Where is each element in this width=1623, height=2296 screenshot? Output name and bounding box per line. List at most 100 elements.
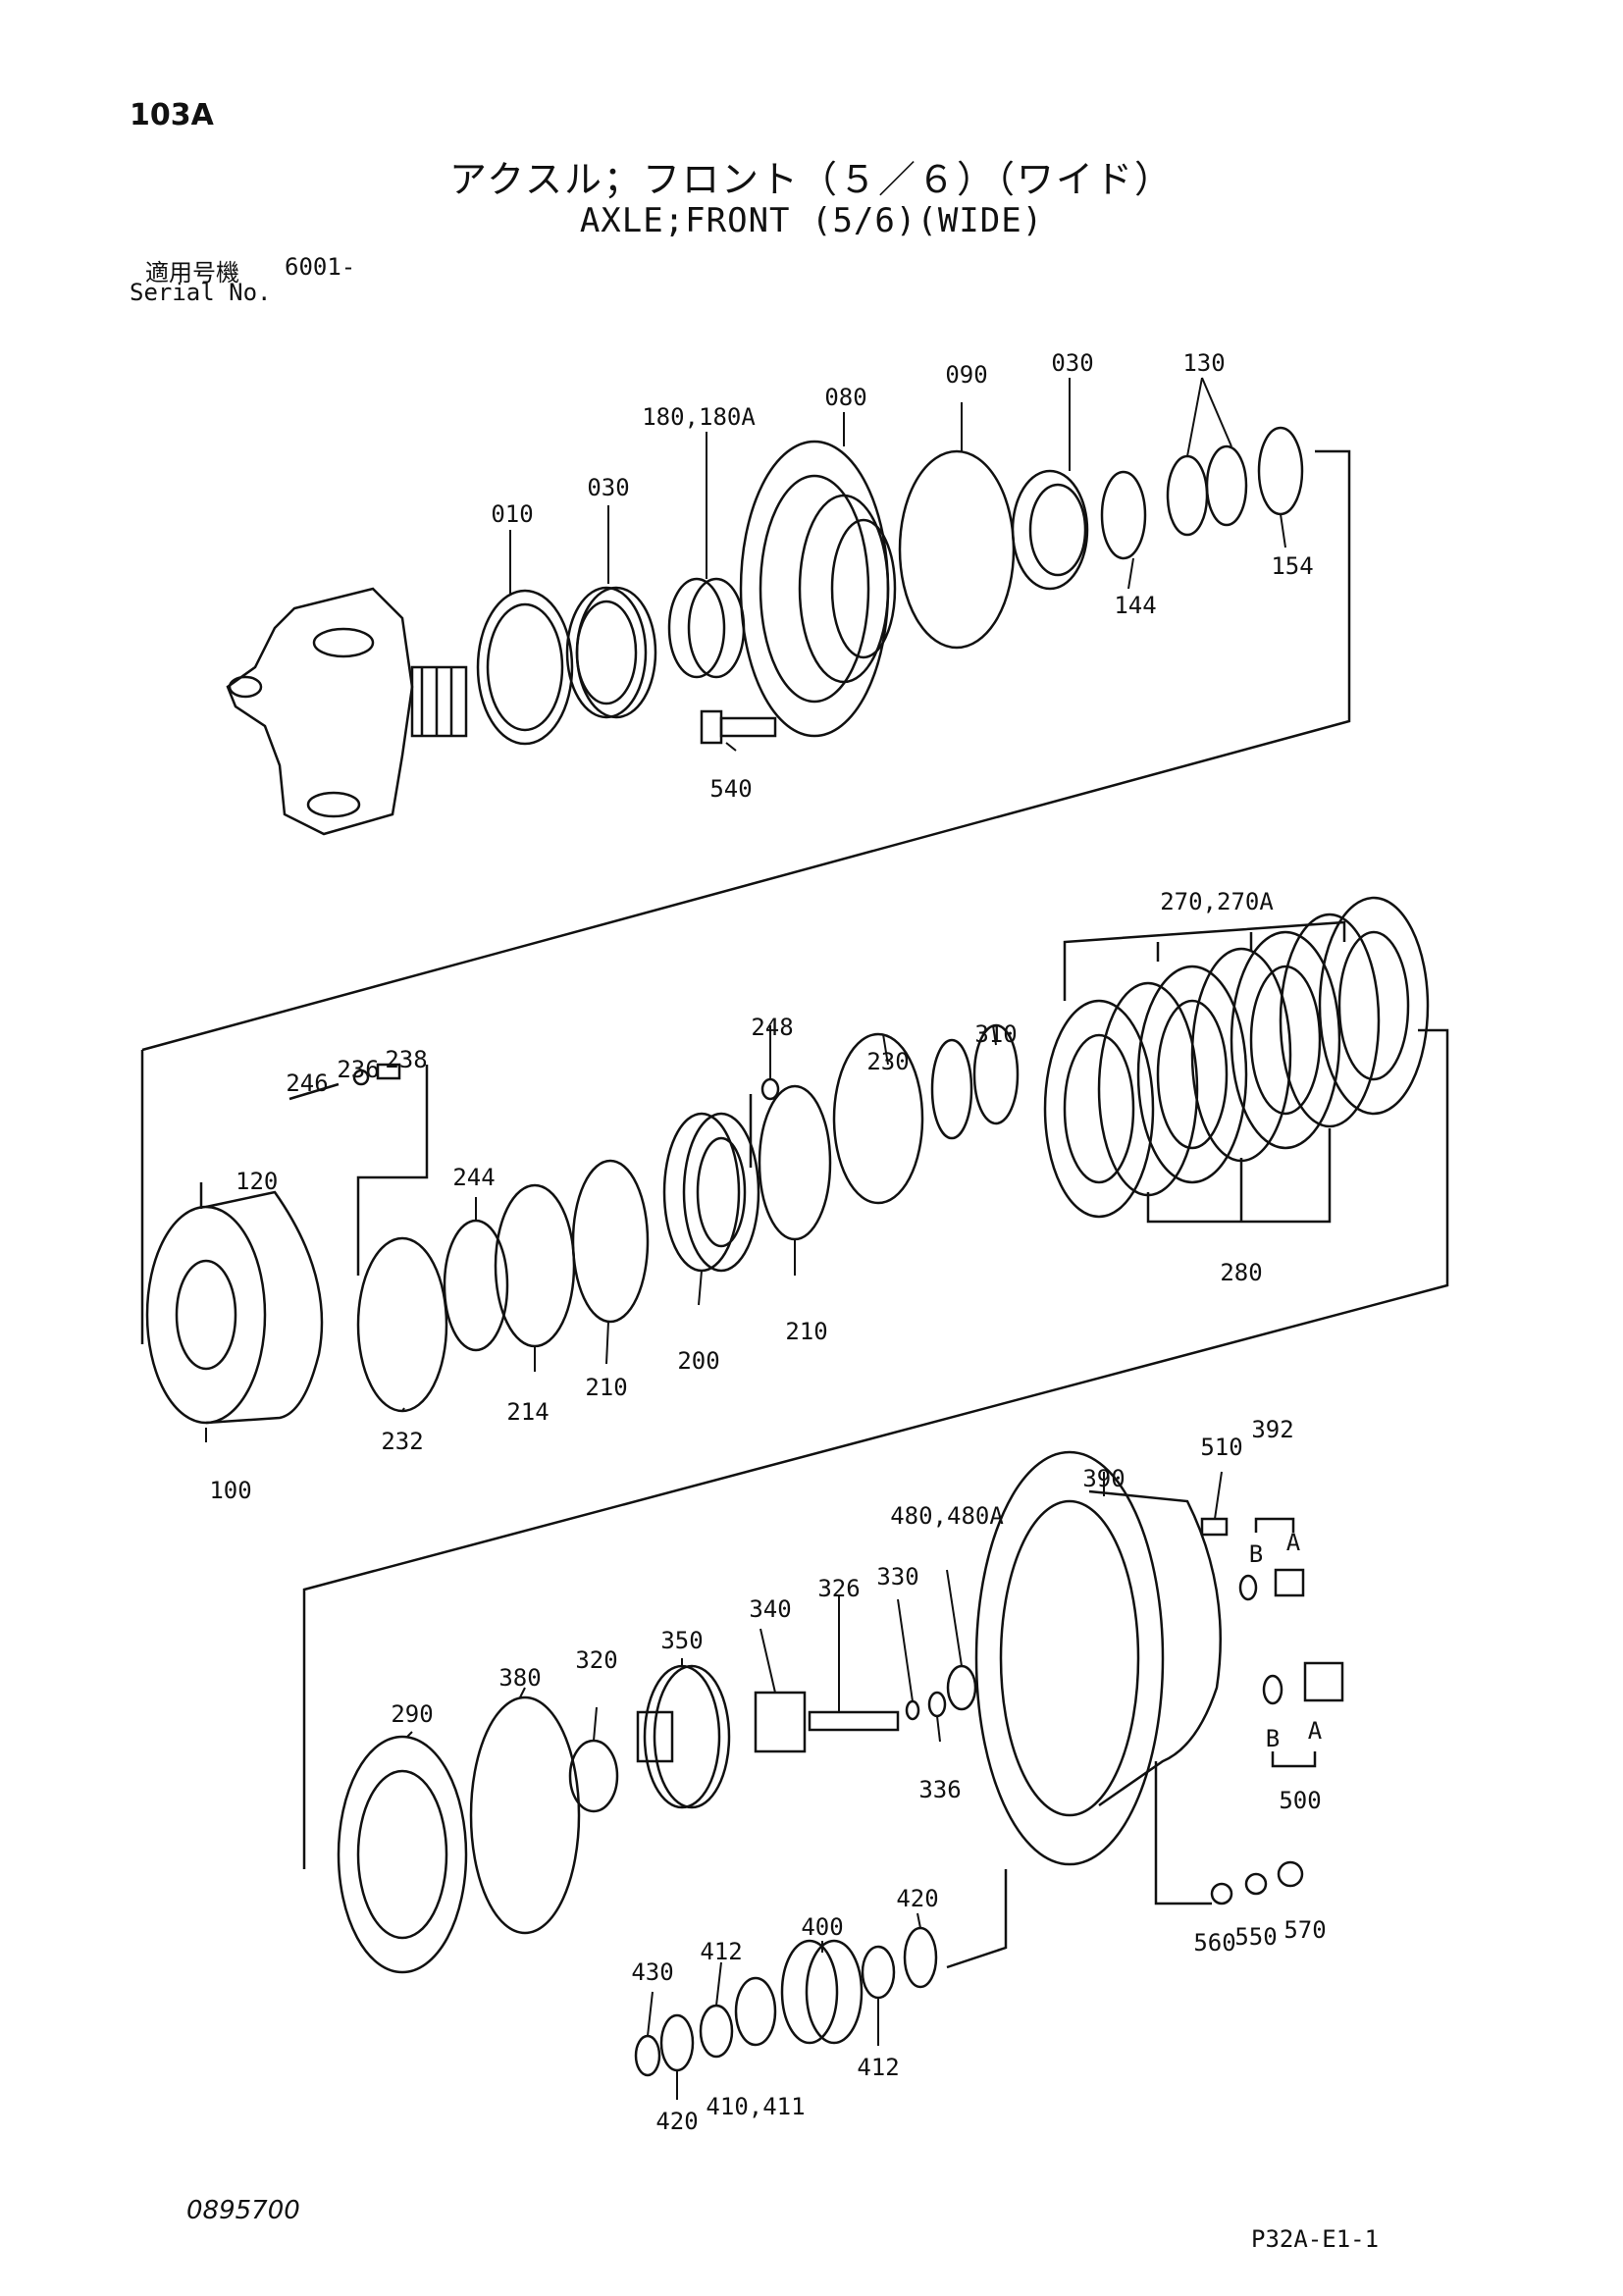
- part-232-plate: [356, 1236, 448, 1413]
- callout-430: 430: [631, 1958, 673, 1986]
- callout-420-a: 420: [896, 1885, 938, 1912]
- part-080-hub: [739, 440, 897, 738]
- callout-412-b: 412: [857, 2054, 899, 2081]
- part-340-needle-bearing: [754, 1691, 807, 1753]
- callout-336: 336: [918, 1776, 961, 1803]
- part-236-washer: [352, 1069, 370, 1086]
- callout-b-upper: B: [1249, 1540, 1263, 1568]
- callout-540: 540: [709, 775, 752, 803]
- part-550-washer: [1244, 1872, 1268, 1896]
- part-230-ring: [832, 1032, 924, 1205]
- callout-a-lower: A: [1308, 1717, 1323, 1745]
- bracket-270: [1063, 920, 1346, 1001]
- callout-350: 350: [660, 1627, 703, 1654]
- part-570-nut: [1277, 1860, 1304, 1888]
- part-180-ring: [667, 577, 746, 679]
- part-210-ring-b: [758, 1084, 832, 1241]
- bracket-500: [1271, 1751, 1317, 1768]
- callout-326: 326: [817, 1575, 860, 1602]
- part-130-ring-a: [1166, 454, 1209, 537]
- callout-144: 144: [1114, 592, 1156, 619]
- callout-290: 290: [391, 1700, 433, 1728]
- callout-330: 330: [876, 1563, 918, 1591]
- part-310-washer-a: [930, 1038, 973, 1140]
- part-248-plug: [760, 1077, 780, 1101]
- bracket-392: [1254, 1517, 1295, 1533]
- callout-230: 230: [866, 1048, 909, 1075]
- callout-480: 480,480A: [890, 1502, 1004, 1530]
- title-english: AXLE;FRONT (5/6)(WIDE): [579, 201, 1044, 240]
- callout-200: 200: [677, 1347, 719, 1375]
- part-238-spring: [376, 1063, 401, 1080]
- callout-labels: 010 030 180,180A 080 090 030 130 144 154…: [209, 349, 1326, 2135]
- assembly-guide-line-3: [946, 1869, 1008, 1969]
- callout-010: 010: [491, 500, 533, 528]
- callout-246: 246: [286, 1070, 328, 1097]
- part-480-thrust-washer: [946, 1664, 977, 1711]
- callout-a-upper: A: [1286, 1529, 1301, 1556]
- part-144-ring: [1100, 470, 1147, 560]
- bracket-238: [356, 1065, 429, 1276]
- part-500-o-ring-b: [1262, 1674, 1283, 1705]
- part-410-bearing: [734, 1976, 777, 2047]
- part-392-o-ring-b: [1238, 1574, 1258, 1601]
- callout-238: 238: [385, 1046, 427, 1073]
- part-412-washer-a: [699, 2004, 734, 2059]
- serial-label-japanese: 適用号機: [145, 259, 239, 287]
- callout-090: 090: [945, 361, 987, 389]
- part-100-drum: [145, 1190, 324, 1425]
- part-380-snap-ring: [469, 1696, 581, 1935]
- callout-b-lower: B: [1266, 1725, 1280, 1752]
- callout-560: 560: [1193, 1929, 1235, 1957]
- part-350-gear: [636, 1664, 731, 1809]
- part-392-plug-a: [1274, 1568, 1305, 1597]
- part-500-plug-a: [1303, 1661, 1344, 1702]
- callout-510: 510: [1200, 1434, 1242, 1461]
- sheet-code: P32A-E1-1: [1251, 2225, 1380, 2253]
- callout-030-outer: 030: [1051, 349, 1093, 377]
- callout-400: 400: [801, 1913, 843, 1941]
- knuckle-housing: [226, 587, 468, 836]
- callout-100: 100: [209, 1477, 251, 1504]
- callout-392: 392: [1251, 1416, 1293, 1443]
- callout-030: 030: [587, 474, 629, 501]
- part-214-ring: [494, 1183, 576, 1348]
- part-400-planet-gear: [780, 1939, 864, 2045]
- assembly-guide-line-1: [141, 449, 1351, 1052]
- callout-244: 244: [452, 1164, 495, 1191]
- part-090-o-ring: [898, 449, 1016, 650]
- title-japanese: アクスル；フロント（５／６）（ワイド）: [449, 158, 1174, 201]
- part-030-bearing-outer: [1011, 469, 1089, 591]
- callout-310: 310: [974, 1020, 1017, 1048]
- callout-236: 236: [337, 1056, 379, 1083]
- callout-154: 154: [1271, 552, 1313, 580]
- callout-390: 390: [1082, 1465, 1125, 1492]
- parts-270-280-friction-plates: [1043, 896, 1430, 1219]
- callout-280: 280: [1220, 1259, 1262, 1286]
- callout-080: 080: [824, 384, 866, 411]
- part-130-ring-b: [1205, 444, 1248, 527]
- bracket-280: [1146, 1128, 1332, 1224]
- part-030-bearing-inner: [565, 586, 657, 719]
- part-200-piston: [662, 1112, 760, 1273]
- part-336-washer: [927, 1691, 947, 1718]
- serial-number-value: 6001-: [285, 253, 356, 281]
- leader-lines: [205, 377, 1286, 2100]
- part-420-snap-ring-b: [659, 2013, 695, 2072]
- part-510-bolt: [1200, 1517, 1229, 1537]
- part-010-seal: [476, 589, 574, 746]
- callout-214: 214: [506, 1398, 549, 1426]
- part-310-washer-b: [972, 1023, 1020, 1125]
- callout-570: 570: [1283, 1916, 1326, 1944]
- callout-210-a: 210: [585, 1374, 627, 1401]
- part-560-washer: [1210, 1882, 1233, 1905]
- part-290-plate: [337, 1735, 468, 1974]
- callout-410: 410,411: [706, 2093, 805, 2120]
- callout-248: 248: [751, 1014, 793, 1041]
- callout-270: 270,270A: [1160, 888, 1274, 915]
- bracket-560: [1154, 1761, 1212, 1905]
- part-412-washer-b: [861, 1945, 896, 2000]
- part-246-bolt: [288, 1082, 340, 1101]
- serial-label-english: Serial No.: [130, 279, 272, 306]
- part-540-bolt: [700, 709, 777, 745]
